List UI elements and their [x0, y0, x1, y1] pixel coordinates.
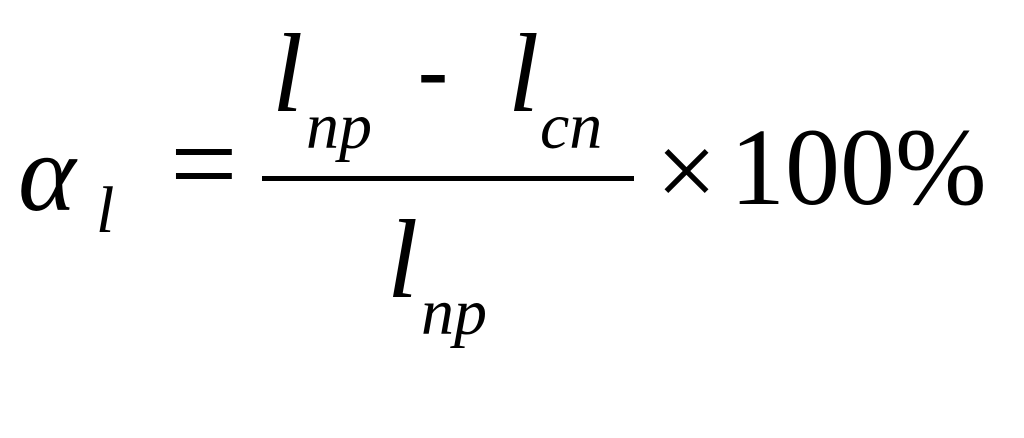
alpha-subscript: l: [96, 174, 115, 247]
numerator-term1-subscript: np: [306, 90, 372, 163]
fraction-bar: [262, 176, 634, 181]
numerator-term2-symbol: l: [508, 12, 540, 136]
equals-sign: =: [170, 97, 238, 230]
numerator-term1-symbol: l: [272, 12, 304, 136]
minus-sign: -: [417, 18, 449, 125]
numerator-term2-subscript: cn: [540, 90, 603, 163]
percent-factor: 100%: [730, 106, 987, 228]
denominator-subscript: np: [421, 276, 487, 349]
multiply-sign: ×: [656, 112, 717, 231]
denominator-symbol: l: [387, 198, 419, 322]
alpha-symbol: α: [18, 112, 76, 234]
